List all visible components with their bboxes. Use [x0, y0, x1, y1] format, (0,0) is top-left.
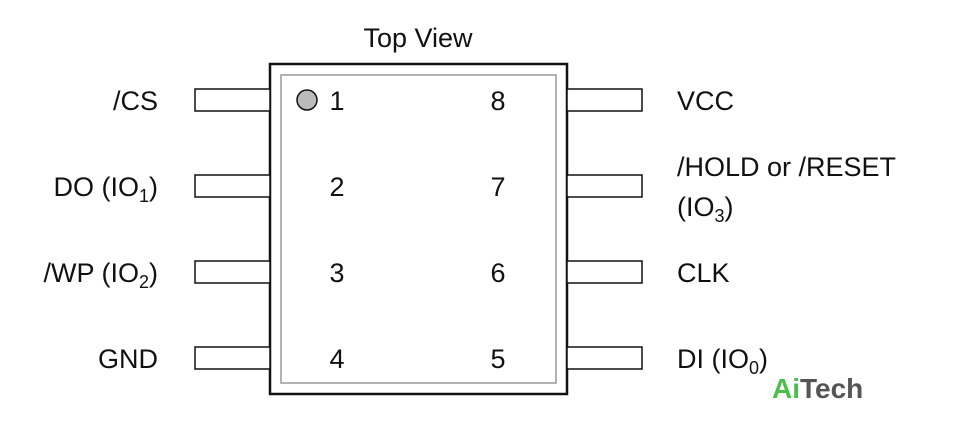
pin-number-4: 4 [329, 344, 344, 374]
pin-label-do-subscript: 1 [139, 186, 149, 206]
pin-label-di-subscript: 0 [749, 358, 759, 378]
pin-lead-4 [194, 346, 271, 370]
pin-label-wp-subscript: 2 [139, 272, 149, 292]
pin-lead-7 [566, 174, 643, 198]
pin-lead-1 [194, 88, 271, 112]
watermark-ai: Ai [772, 373, 800, 404]
pin-label-vcc: VCC [677, 86, 734, 116]
pin-number-5: 5 [490, 344, 505, 374]
pin-label-hold-reset: /HOLD or /RESET [677, 152, 896, 182]
pin-number-1: 1 [329, 86, 344, 116]
pin-number-7: 7 [490, 172, 505, 202]
pin-label-clk: CLK [677, 258, 730, 288]
pin-number-6: 6 [490, 258, 505, 288]
pin-label-hold-subscript: 3 [715, 206, 725, 226]
pin-label-cs: /CS [113, 86, 158, 116]
pin-lead-8 [566, 88, 643, 112]
pin-label-wp: /WP (IO2) [43, 258, 158, 292]
package-body [268, 62, 569, 396]
pin1-marker-dot [296, 89, 318, 111]
package-inner-outline [280, 74, 557, 384]
pin-number-3: 3 [329, 258, 344, 288]
pin-number-8: 8 [490, 86, 505, 116]
watermark-logo: AiTech [772, 373, 863, 404]
diagram-title: Top View [363, 23, 473, 53]
pin-label-di: DI (IO0) [677, 344, 768, 378]
pin-lead-2 [194, 174, 271, 198]
pin-lead-3 [194, 260, 271, 284]
pin-number-2: 2 [329, 172, 344, 202]
pin-label-gnd: GND [98, 344, 158, 374]
pin-lead-6 [566, 260, 643, 284]
pin-label-do: DO (IO1) [53, 172, 158, 206]
pin-lead-5 [566, 346, 643, 370]
pin-label-hold-io: (IO3) [677, 192, 734, 226]
watermark-tech: Tech [800, 373, 863, 404]
